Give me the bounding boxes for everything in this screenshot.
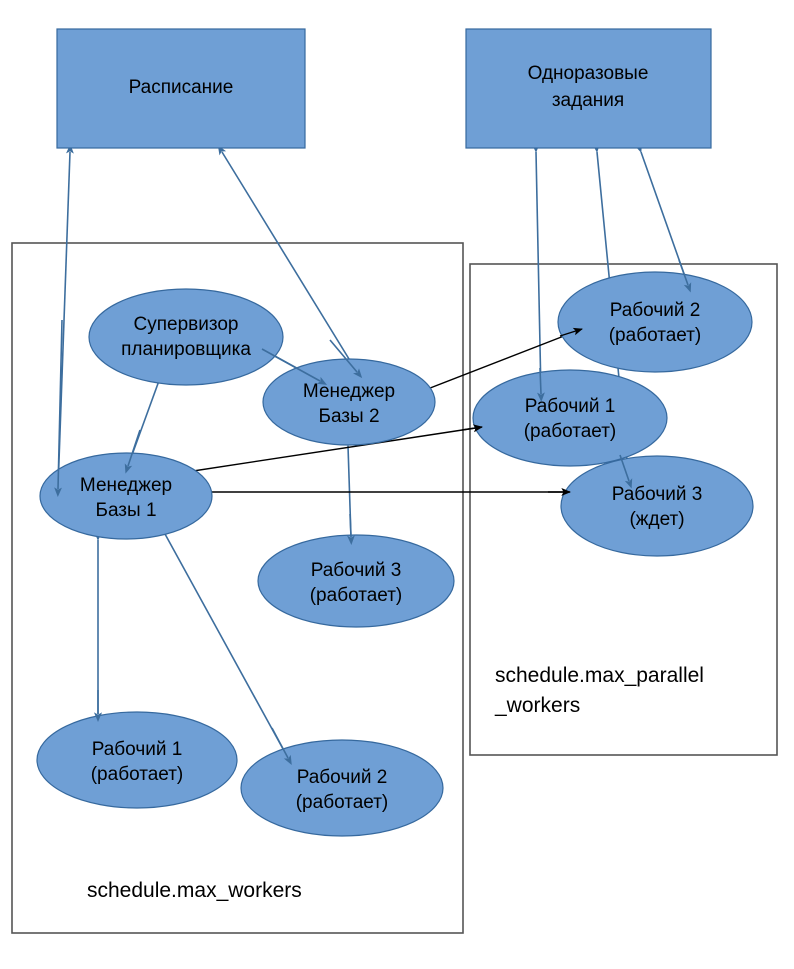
caption-max-parallel-workers-line-1: schedule.max_parallel — [495, 664, 704, 687]
oneshot-box-shape[interactable] — [465, 28, 712, 149]
nodes-layer: Супервизор планировщика Менеджер Базы 2 … — [36, 271, 754, 837]
arrowhead-db-manager-1-to-worker-1-right — [461, 424, 483, 433]
node-db-manager-2[interactable]: Менеджер Базы 2 — [262, 358, 436, 446]
scheduler-supervisor-shape[interactable] — [88, 288, 284, 386]
scheduler-supervisor-label-line-1: Супервизор — [134, 314, 239, 335]
worker-2-right-shape[interactable] — [557, 271, 753, 373]
worker-2-right-label-line-2: (работает) — [609, 325, 702, 346]
db-manager-1-label-line-1: Менеджер — [80, 475, 172, 496]
worker-3-right-label-line-2: (ждет) — [629, 509, 684, 530]
db-manager-2-label-line-2: Базы 2 — [318, 406, 379, 427]
worker-3-left-label-line-2: (работает) — [310, 585, 403, 606]
node-worker-2-left[interactable]: Рабочий 2 (работает) — [240, 739, 444, 837]
arrowhead-db-manager-1-to-worker-2-left — [271, 727, 292, 766]
db-manager-2-label-line-1: Менеджер — [303, 381, 395, 402]
group-captions-layer: schedule.max_parallel _workers schedule.… — [87, 664, 704, 902]
arrowhead-supervisor-to-db-manager-2 — [261, 348, 328, 385]
schedule-box-shape[interactable] — [56, 28, 306, 149]
edge-db-manager-2-to-worker-2-right — [424, 328, 583, 391]
node-oneshot-box[interactable]: Одноразовые задания — [465, 28, 712, 149]
edge-db-manager-1-to-worker-1-right — [179, 424, 483, 474]
worker-3-right-shape[interactable] — [560, 455, 754, 557]
arrowhead-db-manager-1-to-supervisor — [124, 429, 141, 474]
scheduler-supervisor-label-line-2: планировщика — [121, 339, 251, 360]
db-manager-1-label-line-2: Базы 1 — [95, 500, 156, 521]
node-worker-1-right[interactable]: Рабочий 1 (работает) — [472, 369, 668, 467]
arrowhead-db-manager-2-to-schedule — [329, 339, 363, 379]
arrowhead-db-manager-2-to-worker-2-right — [559, 327, 583, 337]
node-worker-1-left[interactable]: Рабочий 1 (работает) — [36, 711, 238, 809]
arrowhead-db-manager-1-to-schedule — [54, 319, 63, 497]
caption-max-workers-line-1: schedule.max_workers — [87, 879, 302, 902]
worker-3-left-label-line-1: Рабочий 3 — [311, 560, 402, 581]
worker-3-left-shape[interactable] — [257, 534, 455, 628]
arrowhead-oneshot-to-worker-3-right — [619, 454, 633, 489]
schedule-box-label-line-1: Расписание — [129, 77, 234, 98]
caption-max-parallel-workers-line-2: _workers — [494, 694, 580, 717]
worker-1-left-shape[interactable] — [36, 711, 238, 809]
worker-1-left-label-line-2: (работает) — [91, 764, 184, 785]
worker-1-left-label-line-1: Рабочий 1 — [92, 739, 183, 760]
edge-arrowheads-overlay — [54, 259, 692, 766]
edge-oneshot-to-worker-1-right — [531, 143, 545, 402]
node-worker-3-left[interactable]: Рабочий 3 (работает) — [257, 534, 455, 628]
db-manager-2-shape[interactable] — [262, 358, 436, 446]
worker-2-left-label-line-2: (работает) — [296, 792, 389, 813]
edge-db-manager-2-to-schedule — [217, 145, 365, 382]
worker-1-right-label-line-1: Рабочий 1 — [525, 396, 616, 417]
node-worker-3-right[interactable]: Рабочий 3 (ждет) — [560, 455, 754, 557]
edge-db-manager-1-to-worker-2-left — [157, 524, 292, 766]
worker-1-right-label-line-2: (работает) — [524, 421, 617, 442]
arrowhead-db-manager-2-to-worker-3-left — [347, 513, 355, 545]
worker-2-left-label-line-1: Рабочий 2 — [297, 767, 388, 788]
node-schedule-box[interactable]: Расписание — [56, 28, 306, 149]
worker-1-right-shape[interactable] — [472, 369, 668, 467]
worker-2-right-label-line-1: Рабочий 2 — [610, 300, 701, 321]
oneshot-box-label-line-2: задания — [552, 90, 624, 111]
arrowhead-oneshot-to-worker-1-right — [537, 367, 545, 402]
top-boxes-layer: Расписание Одноразовые задания — [56, 28, 712, 149]
arrowhead-oneshot-to-worker-2-right — [678, 259, 692, 293]
node-scheduler-supervisor[interactable]: Супервизор планировщика — [88, 288, 284, 386]
node-db-manager-1[interactable]: Менеджер Базы 1 — [39, 452, 213, 540]
db-manager-1-shape[interactable] — [39, 452, 213, 540]
oneshot-box-label-line-1: Одноразовые — [528, 63, 649, 84]
worker-3-right-label-line-1: Рабочий 3 — [612, 484, 703, 505]
node-worker-2-right[interactable]: Рабочий 2 (работает) — [557, 271, 753, 373]
